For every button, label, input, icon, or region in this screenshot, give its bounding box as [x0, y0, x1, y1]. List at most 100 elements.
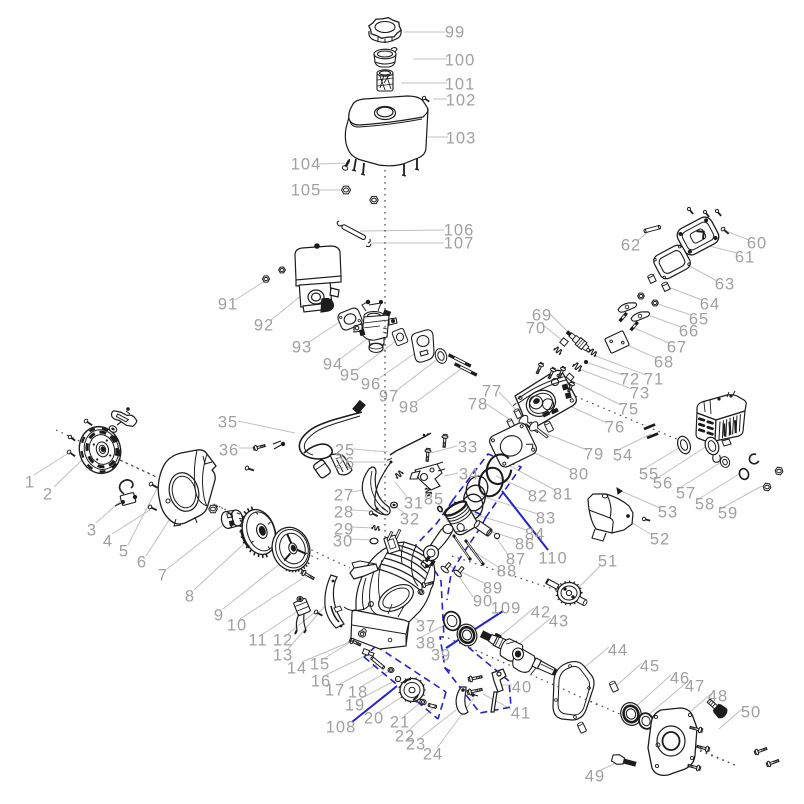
svg-text:85: 85 — [424, 491, 444, 509]
svg-text:103: 103 — [446, 130, 477, 148]
svg-text:15: 15 — [310, 656, 330, 674]
svg-text:57: 57 — [676, 485, 696, 503]
svg-text:95: 95 — [340, 367, 360, 385]
svg-text:92: 92 — [254, 317, 274, 335]
svg-text:107: 107 — [444, 235, 475, 253]
svg-text:56: 56 — [653, 475, 673, 493]
svg-text:17: 17 — [325, 682, 345, 700]
svg-text:39: 39 — [431, 647, 451, 665]
svg-text:11: 11 — [248, 632, 267, 650]
svg-text:32: 32 — [400, 511, 420, 529]
svg-text:5: 5 — [119, 543, 129, 561]
svg-text:53: 53 — [658, 504, 678, 522]
svg-text:62: 62 — [621, 237, 641, 255]
svg-text:16: 16 — [311, 673, 331, 691]
svg-text:98: 98 — [399, 399, 419, 417]
svg-text:33: 33 — [458, 439, 478, 457]
svg-text:63: 63 — [715, 276, 735, 294]
svg-text:99: 99 — [445, 24, 465, 42]
svg-text:67: 67 — [667, 339, 687, 357]
svg-text:105: 105 — [291, 182, 322, 200]
svg-text:48: 48 — [708, 688, 728, 706]
svg-text:101: 101 — [445, 76, 476, 94]
svg-text:93: 93 — [292, 339, 312, 357]
svg-text:64: 64 — [700, 296, 720, 314]
svg-text:38: 38 — [416, 635, 436, 653]
svg-text:73: 73 — [630, 385, 650, 403]
svg-text:72: 72 — [620, 371, 640, 389]
svg-text:94: 94 — [323, 356, 343, 374]
svg-text:49: 49 — [585, 768, 605, 786]
svg-text:23: 23 — [406, 736, 426, 754]
svg-text:88: 88 — [497, 563, 517, 581]
svg-text:77: 77 — [482, 383, 502, 401]
svg-text:58: 58 — [695, 496, 715, 514]
svg-text:60: 60 — [747, 235, 767, 253]
svg-text:84: 84 — [525, 526, 545, 544]
svg-text:90: 90 — [473, 593, 493, 611]
svg-text:21: 21 — [390, 714, 410, 732]
svg-text:18: 18 — [348, 684, 368, 702]
svg-text:12: 12 — [273, 632, 293, 650]
svg-text:14: 14 — [287, 660, 307, 678]
svg-text:6: 6 — [137, 554, 147, 572]
svg-text:106: 106 — [444, 222, 475, 240]
svg-text:1: 1 — [25, 474, 35, 492]
svg-text:36: 36 — [219, 442, 239, 460]
svg-text:10: 10 — [227, 617, 247, 635]
svg-text:30: 30 — [333, 533, 353, 551]
svg-text:100: 100 — [445, 52, 476, 70]
svg-text:20: 20 — [364, 710, 384, 728]
svg-text:66: 66 — [679, 323, 699, 341]
svg-text:75: 75 — [619, 401, 639, 419]
svg-text:51: 51 — [598, 553, 618, 571]
svg-text:31: 31 — [404, 495, 424, 513]
svg-text:69: 69 — [532, 307, 552, 325]
svg-text:45: 45 — [640, 658, 660, 676]
svg-text:42: 42 — [531, 604, 551, 622]
svg-text:41: 41 — [511, 705, 531, 723]
svg-text:35: 35 — [218, 414, 238, 432]
svg-text:61: 61 — [735, 249, 755, 267]
svg-text:83: 83 — [536, 510, 556, 528]
svg-text:109: 109 — [491, 600, 522, 618]
svg-text:102: 102 — [446, 92, 477, 110]
svg-text:22: 22 — [395, 728, 415, 746]
svg-text:37: 37 — [416, 618, 436, 636]
svg-text:47: 47 — [685, 678, 705, 696]
svg-text:71: 71 — [644, 371, 664, 389]
svg-text:96: 96 — [361, 376, 381, 394]
svg-text:24: 24 — [423, 746, 443, 764]
svg-text:108: 108 — [326, 719, 357, 737]
svg-text:54: 54 — [613, 447, 633, 465]
svg-text:19: 19 — [345, 697, 365, 715]
svg-text:4: 4 — [103, 533, 113, 551]
svg-text:7: 7 — [158, 567, 168, 585]
svg-text:79: 79 — [584, 446, 604, 464]
svg-text:78: 78 — [468, 396, 488, 414]
svg-text:65: 65 — [689, 311, 709, 329]
svg-text:8: 8 — [185, 588, 195, 606]
svg-text:50: 50 — [741, 704, 761, 722]
svg-text:104: 104 — [291, 156, 322, 174]
svg-text:43: 43 — [549, 613, 569, 631]
svg-text:3: 3 — [87, 522, 97, 540]
svg-text:55: 55 — [639, 466, 659, 484]
svg-text:44: 44 — [608, 642, 628, 660]
svg-text:25: 25 — [335, 442, 355, 460]
svg-text:28: 28 — [334, 504, 354, 522]
svg-text:68: 68 — [654, 354, 674, 372]
svg-text:34: 34 — [459, 466, 479, 484]
svg-text:110: 110 — [538, 550, 567, 568]
svg-text:59: 59 — [718, 505, 738, 523]
svg-text:89: 89 — [483, 580, 503, 598]
svg-text:82: 82 — [528, 488, 548, 506]
svg-text:91: 91 — [218, 296, 238, 314]
svg-text:40: 40 — [512, 679, 532, 697]
svg-text:52: 52 — [650, 531, 670, 549]
svg-text:86: 86 — [515, 536, 535, 554]
svg-text:9: 9 — [214, 607, 224, 625]
svg-text:70: 70 — [526, 320, 546, 338]
svg-text:27: 27 — [334, 487, 354, 505]
svg-text:81: 81 — [553, 486, 573, 504]
